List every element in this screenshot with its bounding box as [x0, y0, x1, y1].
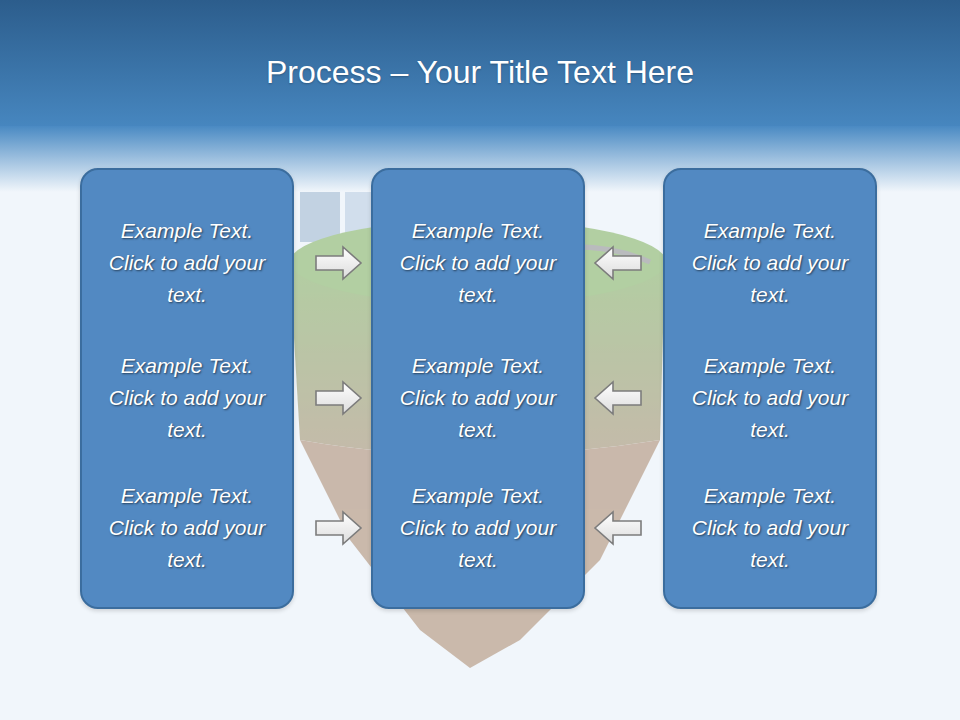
slide-title: Process – Your Title Text Here — [0, 50, 960, 94]
header-band — [0, 0, 960, 128]
block-arrow — [316, 382, 361, 414]
process-box: Example Text. Click to add your text. Exa… — [663, 168, 877, 609]
block-arrow — [316, 512, 361, 544]
box-text: Example Text. Click to add your text. — [690, 350, 850, 446]
block-arrow — [595, 247, 641, 279]
box-text: Example Text. Click to add your text. — [398, 215, 558, 311]
process-box: Example Text. Click to add your text. Exa… — [371, 168, 585, 609]
box-text: Example Text. Click to add your text. — [690, 215, 850, 311]
process-box: Example Text. Click to add your text. Exa… — [80, 168, 294, 609]
box-text: Example Text. Click to add your text. — [107, 215, 267, 311]
block-arrow — [595, 512, 641, 544]
box-text: Example Text. Click to add your text. — [690, 480, 850, 576]
box-text: Example Text. Click to add your text. — [107, 350, 267, 446]
box-text: Example Text. Click to add your text. — [107, 480, 267, 576]
block-arrow — [595, 382, 641, 414]
box-text: Example Text. Click to add your text. — [398, 480, 558, 576]
box-text: Example Text. Click to add your text. — [398, 350, 558, 446]
floating-island — [290, 128, 666, 668]
block-arrow — [316, 247, 361, 279]
